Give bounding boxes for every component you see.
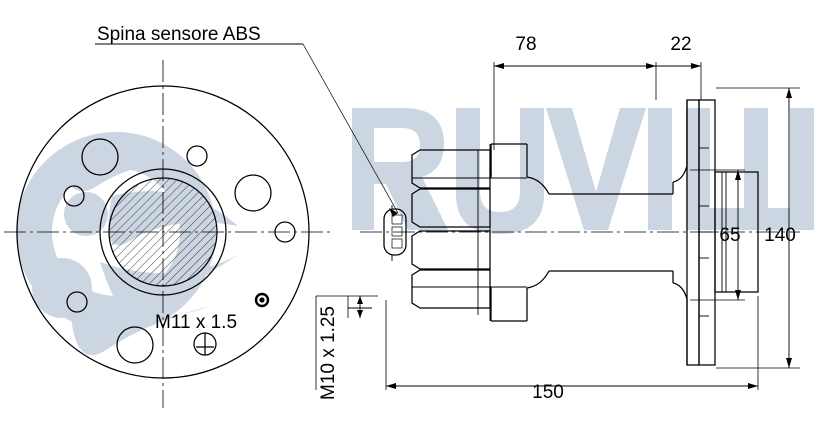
flange-outer-circle <box>16 85 310 379</box>
dimension-label-78: 78 <box>515 34 536 55</box>
abs-sensor-connector <box>383 205 407 261</box>
dimension-65 <box>690 169 745 301</box>
thread-label-m10: M10 x 1.25 <box>318 306 339 400</box>
dimension-label-65: 65 <box>719 225 740 246</box>
dimension-150 <box>385 296 759 390</box>
dimension-78 <box>493 62 657 150</box>
dimension-22 <box>656 62 702 100</box>
hub-bore-lines <box>412 144 527 321</box>
watermark-wordmark <box>352 108 814 234</box>
wheel-bolt-holes <box>81 138 272 364</box>
dimension-label-150: 150 <box>532 382 564 403</box>
bore-hatch-fill <box>109 178 217 286</box>
thread-symbol-m11 <box>193 332 217 356</box>
dimension-m10-leader <box>315 295 378 390</box>
thread-label-m11: M11 x 1.5 <box>155 312 237 333</box>
dimension-label-22: 22 <box>670 34 691 55</box>
abs-ring-plate <box>686 99 716 366</box>
abs-label-leader-line <box>302 43 399 214</box>
locating-holes <box>63 145 296 313</box>
dimension-label-140: 140 <box>764 225 796 246</box>
bore-outer-circle <box>99 168 227 296</box>
end-cap-extension <box>714 171 759 293</box>
abs-label-text: Spina sensore ABS <box>97 24 261 45</box>
abs-threaded-hole <box>254 292 270 308</box>
dimension-140 <box>716 87 800 369</box>
bore-inner-circle <box>108 177 218 287</box>
